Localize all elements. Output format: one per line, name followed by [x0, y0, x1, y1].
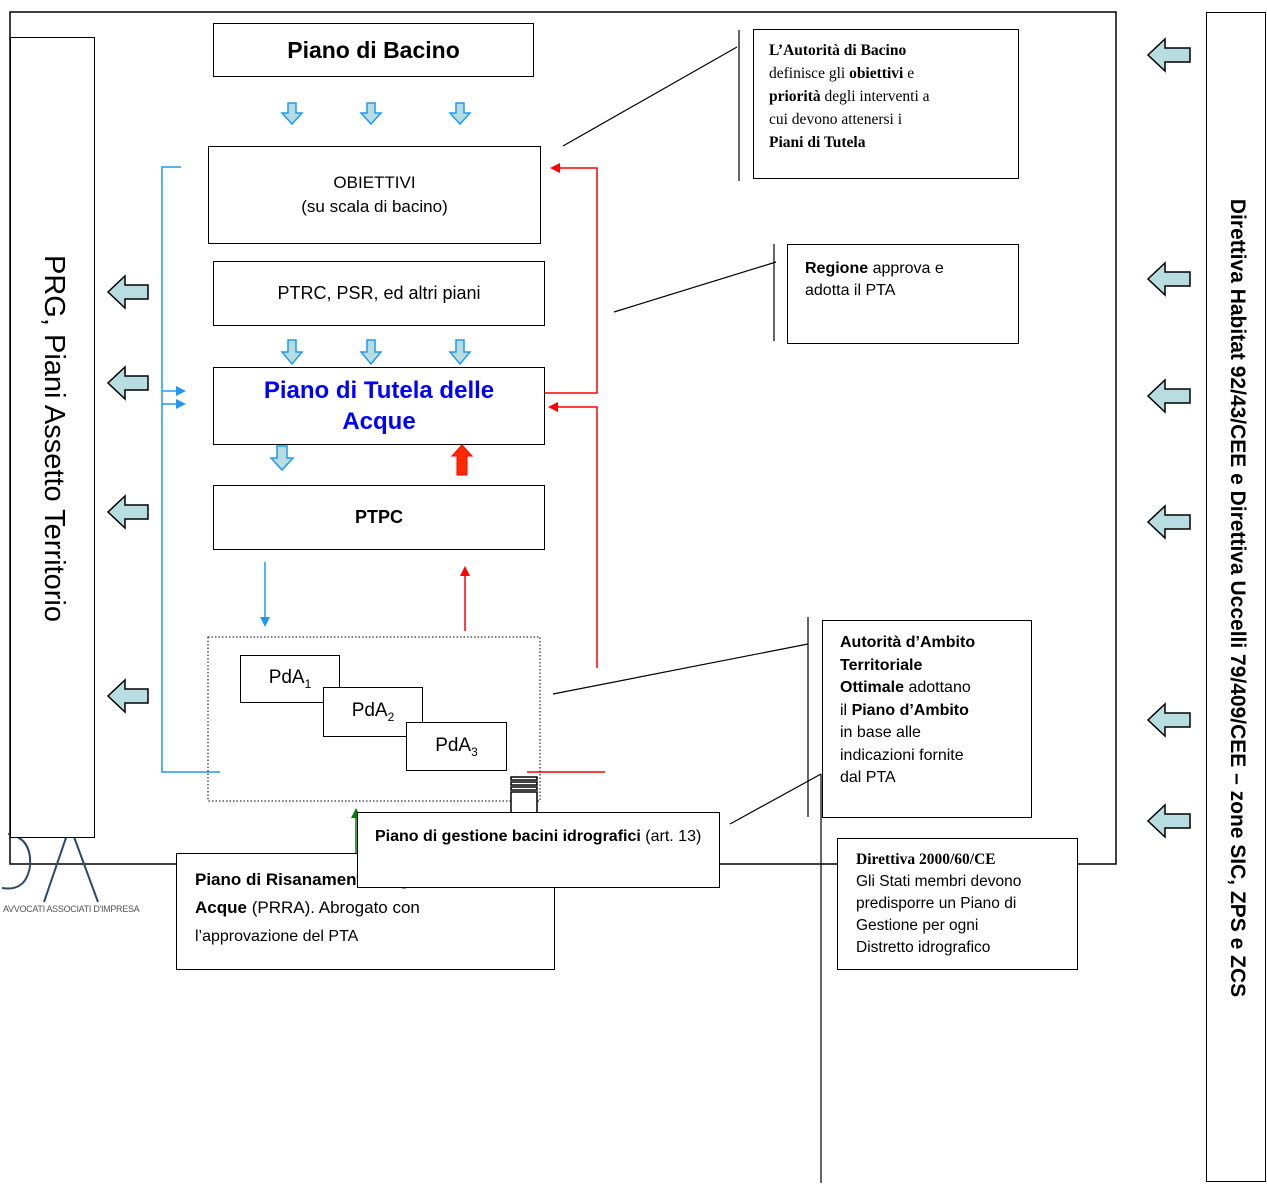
- left-arrow-icon: [106, 678, 149, 714]
- prg-column: PRG, Piani Assetto Territorio: [10, 37, 95, 838]
- prg-title: PRG, Piani Assetto Territorio: [38, 255, 71, 622]
- pta-box: Piano di Tutela delle Acque: [213, 367, 545, 445]
- down-arrow-icon: [359, 339, 383, 366]
- red-feedback: [460, 163, 605, 773]
- left-arrow-icon: [1146, 261, 1191, 297]
- note-ato: Autorità d’Ambito Territoriale Ottimale …: [822, 620, 1032, 818]
- down-arrow-icon: [359, 102, 383, 126]
- note-direttiva: Direttiva 2000/60/CE Gli Stati membri de…: [837, 838, 1078, 970]
- left-arrow-icon: [1146, 702, 1191, 738]
- gestione-box: Piano di gestione bacini idrografici (ar…: [357, 812, 720, 888]
- down-arrow-icon: [448, 102, 472, 126]
- down-arrow-icon: [448, 339, 472, 366]
- up-arrow-red-icon: [450, 444, 474, 476]
- note-ato-t2: il: [840, 701, 852, 719]
- note-dir-t3: Gestione per ogni: [856, 917, 979, 934]
- note-ab-t1: definisce gli: [769, 65, 850, 82]
- left-arrow-icon: [1146, 378, 1191, 414]
- pda2-label: PdA: [351, 700, 388, 722]
- left-arrow-icon: [106, 274, 149, 310]
- piano-bacino-box: Piano di Bacino: [213, 23, 534, 77]
- left-arrow-icon: [106, 365, 149, 401]
- note-regione: Regione approva e adotta il PTA: [787, 244, 1019, 344]
- down-arrow-icon: [269, 445, 295, 472]
- note-ato-t4: indicazioni fornite: [840, 746, 964, 764]
- note-dir-t1: Gli Stati membri devono: [856, 873, 1022, 890]
- note-ato-t1: adottano: [904, 679, 971, 696]
- ptpc-box: PTPC: [213, 485, 545, 550]
- obiettivi-box: OBIETTIVI (su scala di bacino): [208, 146, 541, 244]
- left-arrows-prg: [106, 274, 149, 714]
- note-ab-t2: e: [903, 65, 915, 82]
- note-dir-t2: predisporre un Piano di: [856, 895, 1017, 912]
- ptpc-label: PTPC: [354, 507, 403, 527]
- left-arrow-icon: [1146, 37, 1191, 73]
- note-ato-b2: Territoriale: [840, 656, 923, 674]
- left-arrow-icon: [106, 494, 149, 530]
- prra-text: (PRRA). Abrogato con: [246, 898, 420, 917]
- left-arrow-icon: [1146, 504, 1191, 540]
- pta-label: Piano di Tutela delle Acque: [263, 377, 495, 435]
- piano-bacino-label: Piano di Bacino: [287, 36, 460, 63]
- ptrc-label: PTRC, PSR, ed altri piani: [277, 283, 481, 303]
- note-dir-b1: Direttiva 2000/60/CE: [856, 851, 996, 868]
- note-reg-t1: approva e: [868, 260, 944, 277]
- down-arrows-ptrc: [280, 339, 472, 366]
- pda1-subscript: 1: [304, 676, 312, 691]
- down-arrow-icon: [280, 339, 304, 366]
- down-arrows-bacino: [280, 102, 472, 126]
- logo-text: AVVOCATI ASSOCIATI D'IMPRESA: [3, 904, 140, 914]
- pda3-box: PdA3: [406, 722, 507, 771]
- note-ab-t4: cui devono attenersi i: [769, 111, 902, 128]
- note-reg-t2: adotta il PTA: [805, 282, 896, 299]
- down-arrow-icon: [280, 102, 304, 126]
- note-ab-t3: degli interventi a: [820, 88, 930, 105]
- note-autorita-bacino: L’Autorità di Bacino definisce gli obiet…: [753, 29, 1019, 179]
- obiettivi-title: OBIETTIVI: [333, 173, 416, 192]
- left-arrow-icon: [1146, 803, 1191, 839]
- note-ab-b3: priorità: [769, 88, 821, 105]
- gestione-text: (art. 13): [640, 828, 702, 845]
- note-dir-t4: Distretto idrografico: [856, 939, 991, 956]
- pda3-subscript: 3: [471, 744, 478, 759]
- note-ato-t3: in base alle: [840, 724, 921, 741]
- note-ato-b4: Piano d’Ambito: [851, 701, 969, 719]
- note-ato-b3: Ottimale: [840, 679, 905, 696]
- note-ab-b2: obiettivi: [849, 65, 904, 82]
- prra-text-2: l’approvazione del PTA: [195, 928, 359, 945]
- pda3-label: PdA: [435, 734, 472, 756]
- pda1-label: PdA: [268, 667, 305, 689]
- note-connectors: [552, 30, 822, 1183]
- note-ab-b1: L’Autorità di Bacino: [769, 42, 907, 59]
- left-arrows-direttiva: [1146, 37, 1191, 839]
- pda2-subscript: 2: [387, 709, 395, 724]
- note-ato-t5: dal PTA: [840, 769, 896, 786]
- gestione-title: Piano di gestione bacini idrografici: [375, 828, 641, 845]
- pda-container: [207, 636, 541, 802]
- ptrc-box: PTRC, PSR, ed altri piani: [213, 261, 545, 326]
- obiettivi-subtitle: (su scala di bacino): [301, 197, 448, 216]
- note-ato-b1: Autorità d’Ambito: [840, 634, 976, 651]
- pda2-box: PdA2: [323, 687, 423, 737]
- note-ab-b4: Piani di Tutela: [769, 134, 866, 151]
- direttiva-column: Direttiva Habitat 92/43/CEE e Direttiva …: [1206, 12, 1266, 1182]
- direttiva-title: Direttiva Habitat 92/43/CEE e Direttiva …: [1226, 198, 1250, 998]
- note-reg-b1: Regione: [805, 260, 869, 277]
- blue-bracket: [161, 166, 270, 773]
